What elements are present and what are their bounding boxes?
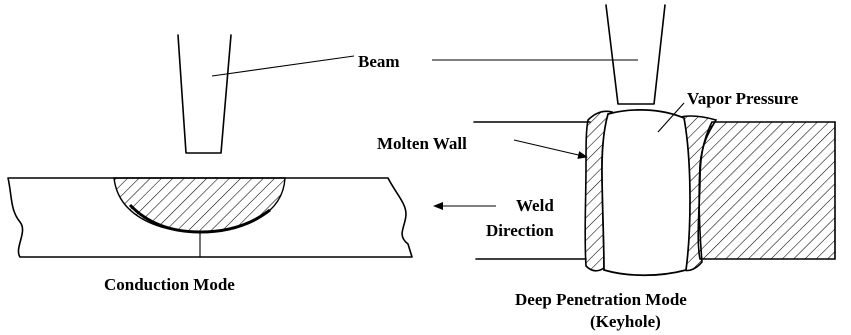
- conduction-mode-figure: [7, 34, 413, 258]
- keyhole-mode-figure: [473, 4, 836, 277]
- vapor-pressure-label: Vapor Pressure: [687, 89, 799, 108]
- conduction-mode-caption: Conduction Mode: [104, 275, 235, 294]
- conduction-workpiece: [7, 177, 413, 258]
- conduction-beam: [177, 34, 232, 154]
- deep-penetration-mode-caption: Deep Penetration Mode: [515, 290, 687, 309]
- direction-label: Direction: [486, 221, 554, 240]
- keyhole-plate-right: [697, 121, 836, 260]
- beam-leader-left: [211, 55, 355, 77]
- vapor-pressure-leader: [657, 102, 685, 133]
- beam-label: Beam: [358, 52, 400, 71]
- keyhole-beam: [605, 4, 666, 105]
- weld-label: Weld: [516, 196, 554, 215]
- molten-wall-arrow: [513, 139, 588, 159]
- keyhole-cavity: [601, 109, 691, 277]
- keyhole-caption: (Keyhole): [590, 312, 661, 331]
- molten-wall-label: Molten Wall: [377, 134, 467, 153]
- conduction-weld-pool: [113, 177, 286, 233]
